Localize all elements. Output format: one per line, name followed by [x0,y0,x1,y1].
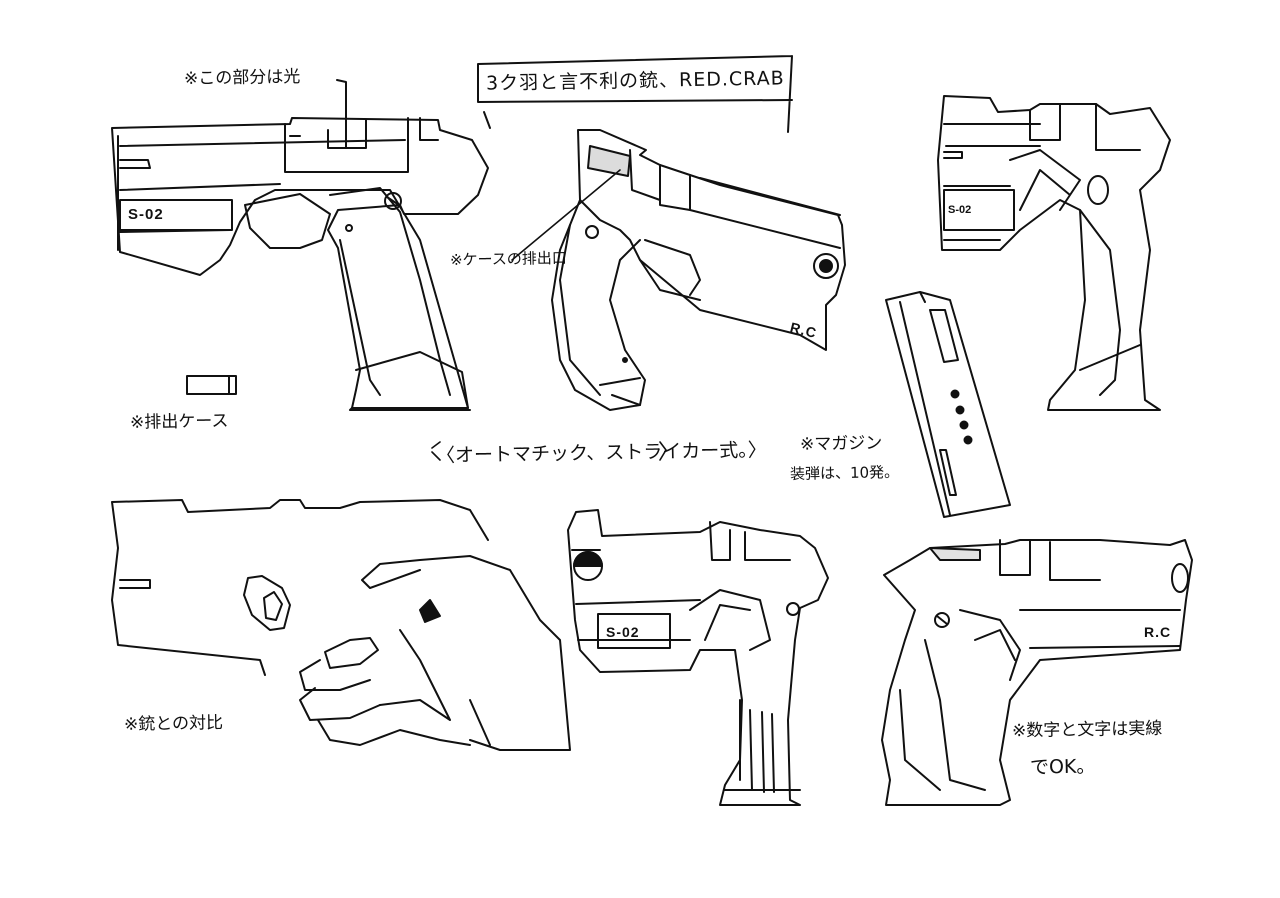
note-marking-line1: ※数字と文字は実線 [1011,718,1163,742]
sheet-title: 3ク羽と言不利の銃、RED.CRAB [485,67,785,95]
pistol-side-view-right [938,96,1170,410]
hand [300,556,570,750]
pistol-silhouette-hand-scale [112,500,488,675]
marking-s02-bottom-center: S-02 [606,624,640,640]
note-top-part: ※この部分は光 [183,66,301,90]
title-frame [478,56,792,132]
pistol-side-view-bottom-center [568,510,828,805]
note-marking-line2: でOK。 [1029,755,1096,779]
marking-s02-top-right: S-02 [948,204,972,216]
pistol-side-view-left [112,80,488,410]
marking-s02-top-left: S-02 [128,206,164,223]
magazine [886,292,1010,517]
marking-rc-bottom-right: R.C [1144,624,1172,640]
note-ejected-case: ※排出ケース [129,411,229,433]
note-case-port: ※ケースの排出口 [449,248,567,270]
note-magazine-line2: 装弾は、10発。 [789,463,900,483]
pistol-perspective-view [512,130,845,410]
note-magazine-line1: ※マガジン [799,433,883,455]
pistol-side-view-bottom-right [882,540,1192,805]
note-hand-compare: ※銃との対比 [123,713,224,735]
mechanism-brackets [432,442,666,460]
